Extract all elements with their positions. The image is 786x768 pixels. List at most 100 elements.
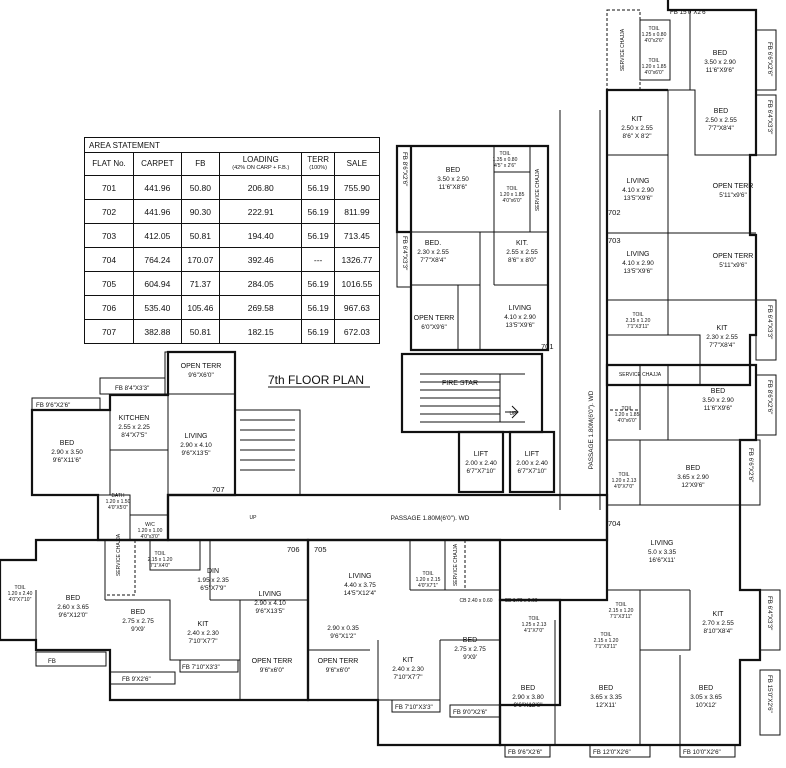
room-r706-toil2-imp: 4'0"X7'10" xyxy=(9,597,32,603)
room-r704-toil4-dim: 2.15 x 1.20 xyxy=(594,638,619,644)
room-r705-toil-name: TOIL xyxy=(422,571,433,577)
flat-number-707: 707 xyxy=(212,485,225,494)
room-r706-din-name: DIN xyxy=(207,568,219,575)
room-r707-openterr-imp: 9'6"X6'0" xyxy=(188,372,213,379)
room-r707-bed-dim: 2.90 x 3.50 xyxy=(51,449,83,456)
lift1-dim: 2.00 x 2.40 xyxy=(465,460,497,467)
room-r706-toil-name: TOIL xyxy=(154,551,165,557)
room-r701-living-name: LIVING xyxy=(509,305,532,312)
room-r707-living-imp: 9'6"X13'5" xyxy=(181,450,210,457)
room-r706-service-name: SERVICE CHAJJA xyxy=(116,533,122,576)
room-r701-kit-imp: 8'6" x 8'0" xyxy=(508,257,536,264)
room-r707-kitchen-dim: 2.55 x 2.25 xyxy=(118,424,150,431)
fb-label-fb-702-right: FB 6'6"X2'6" xyxy=(766,42,773,76)
room-r702-openterr-imp: 5'11"x9'6" xyxy=(719,192,746,199)
passage-horizontal-label: PASSAGE 1.80M(6'0"). WD xyxy=(391,515,470,522)
room-r701-bed-dim: 3.50 x 2.50 xyxy=(437,176,469,183)
header-carpet: CARPET xyxy=(133,152,182,176)
room-r706-bed2-name: BED xyxy=(131,609,145,616)
room-r704-living-dim: 5.0 x 3.35 xyxy=(648,549,677,556)
room-r707-bed-imp: 9'6"X11'6" xyxy=(53,457,82,464)
room-r706-kit-imp: 7'10"X7'7" xyxy=(188,638,217,645)
fb-label-fb-705-b2: FB 9'0"X2'6" xyxy=(453,709,487,716)
room-r704-bed3-name: BED xyxy=(599,685,613,692)
flat-number-702: 702 xyxy=(608,208,621,217)
fb-label-fb-704-b3: FB 10'0"X2'6" xyxy=(683,749,721,756)
fb-label-fb-706-b2: FB 9'X2'6" xyxy=(122,676,151,683)
room-r705-openterr-imp: 9'6"x6'0" xyxy=(326,667,350,674)
room-r706-openterr-imp: 9'6"x6'0" xyxy=(260,667,284,674)
fb-label-fb-top: FB 15'0"X2'6" xyxy=(670,9,708,16)
fb-label-fb-704-b1: FB 9'6"X2'6" xyxy=(508,749,542,756)
area-cell: 704 xyxy=(83,247,135,272)
room-r702-bed2-name: BED xyxy=(714,108,728,115)
room-r702-kit-name: KIT xyxy=(632,116,644,123)
room-r701-service-name: SERVICE CHAJJA xyxy=(535,168,541,211)
room-r705-living-dim: 4.40 x 3.75 xyxy=(344,582,376,589)
room-r704-bed2-imp: 9'6"X12'6" xyxy=(513,702,542,709)
stair-up-label-2: UP xyxy=(250,515,258,521)
room-r701-toil1-imp: 4'5" x 2'6" xyxy=(494,163,516,169)
room-r704-bed2-dim: 2.90 x 3.80 xyxy=(512,694,544,701)
room-r704-toil2-imp: 7'1"X3'11" xyxy=(610,614,633,620)
room-r703-bed-dim: 3.50 x 2.90 xyxy=(702,397,734,404)
room-r704-bed-imp: 12'X9'6" xyxy=(681,482,704,489)
room-r704-cb2-name: CB 1.70 x 0.60 xyxy=(504,598,537,604)
room-r707-bath-name: BATH xyxy=(112,493,125,499)
lift2-imp: 6'7"X7'10" xyxy=(517,468,546,475)
fb-label-fb-704-right: FB 6'6"X2'6" xyxy=(747,448,754,482)
room-r703-living-name: LIVING xyxy=(627,251,650,258)
room-r701-kit-name: KIT. xyxy=(516,240,528,247)
room-r707-kitchen-imp: 8'4"X7'5" xyxy=(121,432,146,439)
flat-number-705: 705 xyxy=(314,545,327,554)
area-cell: 707 xyxy=(83,319,135,344)
room-r704-living-name: LIVING xyxy=(651,540,674,547)
room-r703-living-dim: 4.10 x 2.90 xyxy=(622,260,654,267)
room-r703-openterr-imp: 5'11"x9'6" xyxy=(719,262,746,269)
room-r701-openterr-name: OPEN TERR xyxy=(414,315,455,322)
room-r702-toil1-name: TOIL xyxy=(648,26,659,32)
room-r704-toil4-name: TOIL xyxy=(600,632,611,638)
fb-label-fb-707-a: FB 8'4"X3'3" xyxy=(115,385,149,392)
room-r703-living-imp: 13'5"X9'6" xyxy=(623,268,652,275)
room-r701-bed2-imp: 7'7"X8'4" xyxy=(420,257,445,264)
room-r703-bed-name: BED xyxy=(711,388,725,395)
room-r704-kit-imp: 8'10"X8'4" xyxy=(703,628,732,635)
room-r704-bed-name: BED xyxy=(686,465,700,472)
room-r706-bed2-dim: 2.75 x 2.75 xyxy=(122,618,154,625)
flat-707 xyxy=(30,350,301,542)
room-r707-wc-imp: 4'0"x3'0" xyxy=(140,534,159,540)
room-r706-living-imp: 9'6"X13'5" xyxy=(255,608,284,615)
area-cell: 441.96 xyxy=(133,175,182,200)
room-r703-toil2-imp: 4'0"x6'0" xyxy=(617,418,636,424)
room-r701-openterr-imp: 6'0"X9'6" xyxy=(421,324,446,331)
room-r706-kit-name: KIT xyxy=(198,621,210,628)
room-r703-toil2-dim: 1.20 x 1.85 xyxy=(615,412,640,418)
fb-label-fb-706-b1: FB 7'10"X3'3" xyxy=(182,664,220,671)
room-r705-bed-imp: 9'X9' xyxy=(463,654,477,661)
fb-label-fb-704-right2: FB 6'4"X3'3" xyxy=(766,596,773,630)
room-r705-din-dim: 2.90 x 0.35 xyxy=(327,625,359,632)
room-r706-bed-name: BED xyxy=(66,595,80,602)
flat-number-701: 701 xyxy=(541,342,554,351)
room-r705-bed-name: BED xyxy=(463,637,477,644)
flat-706 xyxy=(0,538,310,702)
horizontal-passage xyxy=(166,493,609,542)
header-loading-label: LOADING xyxy=(242,155,279,164)
room-r704-toil3-name: TOIL xyxy=(528,616,539,622)
room-r704-bed4-dim: 3.05 x 3.65 xyxy=(690,694,722,701)
room-r707-living-dim: 2.90 x 4.10 xyxy=(180,442,212,449)
room-r703-kit-name: KIT xyxy=(717,325,729,332)
fb-label-fb-702-right2: FB 6'4"X3'3" xyxy=(766,100,773,134)
room-r705-kit-name: KIT xyxy=(403,657,415,664)
room-r706-bed-imp: 9'6"X12'0" xyxy=(58,612,87,619)
room-r701-toil1-dim: 1.35 x 0.80 xyxy=(493,157,518,163)
area-cell: 672.03 xyxy=(333,319,381,344)
room-r702-service-name: SERVICE CHAJJA xyxy=(620,28,626,71)
room-r707-bed-name: BED xyxy=(60,440,74,447)
room-r703-openterr-name: OPEN TERR xyxy=(713,253,754,260)
area-cell: 56.19 xyxy=(301,271,335,296)
